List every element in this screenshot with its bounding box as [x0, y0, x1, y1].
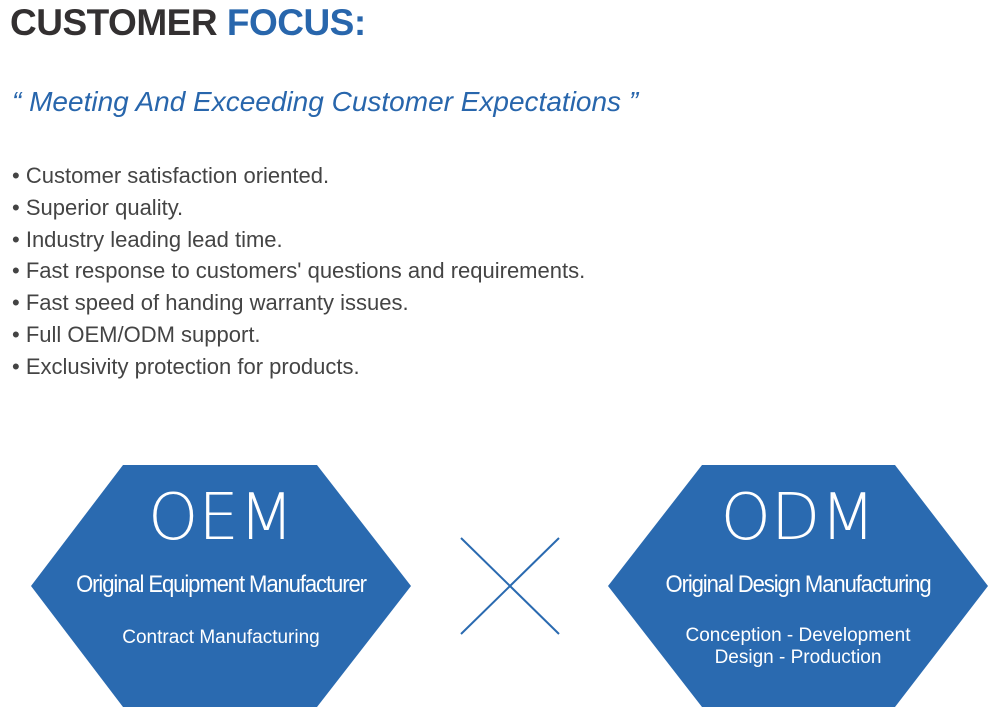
oem-acronym: OEM	[147, 481, 295, 555]
oem-hexagon	[31, 465, 411, 707]
list-item: Superior quality.	[12, 192, 585, 224]
list-item: Customer satisfaction oriented.	[12, 160, 585, 192]
list-item: Industry leading lead time.	[12, 224, 585, 256]
odm-acronym: ODM	[720, 481, 876, 555]
cross-icon	[460, 537, 560, 635]
list-item: Full OEM/ODM support.	[12, 319, 585, 351]
oem-desc: Contract Manufacturing	[122, 627, 320, 648]
feature-list: Customer satisfaction oriented. Superior…	[12, 160, 585, 383]
list-item: Fast response to customers' questions an…	[12, 255, 585, 287]
oem-name: Original Equipment Manufacturer	[76, 571, 367, 598]
title-blue: FOCUS:	[226, 2, 366, 43]
list-item: Exclusivity protection for products.	[12, 351, 585, 383]
page-title: CUSTOMER FOCUS:	[10, 0, 366, 46]
title-dark: CUSTOMER	[10, 2, 218, 43]
odm-hexagon	[608, 465, 988, 707]
tagline-quote: “ Meeting And Exceeding Customer Expecta…	[12, 86, 639, 117]
odm-desc-1: Conception - Development	[685, 625, 911, 646]
odm-name: Original Design Manufacturing	[665, 571, 932, 598]
odm-desc-2: Design - Production	[714, 647, 882, 668]
list-item: Fast speed of handing warranty issues.	[12, 287, 585, 319]
